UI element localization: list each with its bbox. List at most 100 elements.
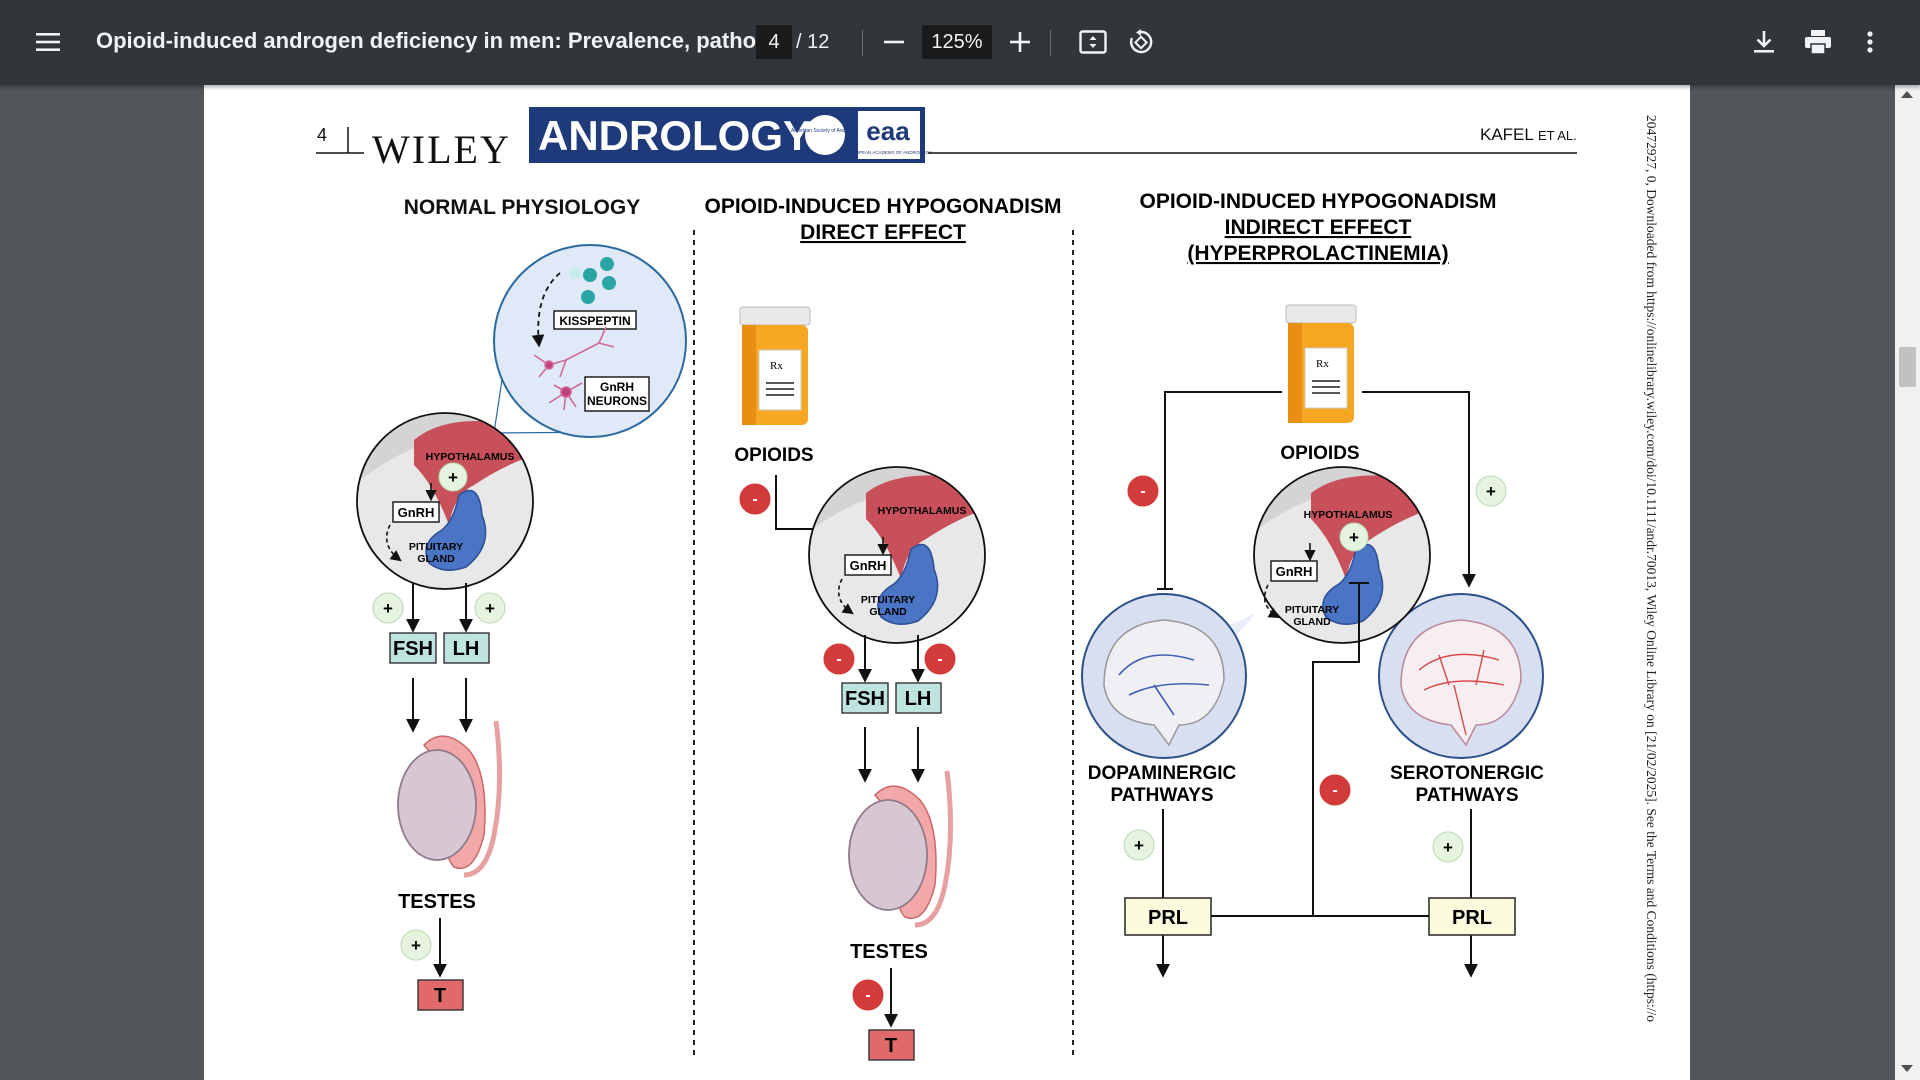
- minus-icon[interactable]: [872, 20, 916, 64]
- brain-zoom-circle: [356, 412, 534, 590]
- download-icon[interactable]: [1742, 20, 1786, 64]
- gnrh-neuron-icon: [533, 326, 615, 411]
- testes-label: TESTES: [850, 941, 928, 963]
- t-label: T: [434, 985, 446, 1007]
- fsh-box: [841, 682, 889, 714]
- kisspeptin-molecules: [569, 257, 616, 304]
- panel3-title-line1: OPIOID-INDUCED HYPOGONADISM: [1139, 190, 1496, 213]
- toolbar-divider: [862, 30, 863, 56]
- panel3-title-line2: INDIRECT EFFECT: [1225, 216, 1412, 239]
- hypothalamus-pituitary-illustration: [1254, 467, 1430, 643]
- opioids-label: OPIOIDS: [1280, 443, 1359, 464]
- fsh-minus-badge: [822, 642, 856, 676]
- menu-icon[interactable]: [26, 20, 70, 64]
- publisher-logo: WILEY: [372, 127, 511, 172]
- hypothalamus-plus-badge: [1339, 522, 1369, 552]
- print-icon[interactable]: [1796, 20, 1840, 64]
- panel2-title-line1: OPIOID-INDUCED HYPOGONADISM: [704, 195, 1061, 218]
- hypothalamus-label: HYPOTHALAMUS: [426, 451, 515, 463]
- t-box: [417, 979, 464, 1011]
- page-number-input[interactable]: 4: [756, 25, 792, 59]
- t-plus-badge: [400, 929, 432, 961]
- author-name: KAFEL ET AL.: [1480, 125, 1577, 144]
- plus-sign: +: [1443, 838, 1453, 857]
- zoom-level-input[interactable]: 125%: [922, 25, 992, 59]
- testes-illustration: [397, 720, 503, 878]
- pituitary-label-line1: PITUITARY: [1285, 604, 1339, 616]
- journal-title: ANDROLOGY: [538, 112, 811, 159]
- minus-sign: -: [865, 987, 870, 1004]
- hypothalamus-label: HYPOTHALAMUS: [878, 505, 967, 517]
- fsh-label: FSH: [393, 638, 433, 660]
- serotonergic-label-line2: PATHWAYS: [1415, 785, 1518, 806]
- minus-sign: -: [752, 491, 757, 508]
- plus-sign: +: [1349, 528, 1359, 547]
- pdf-toolbar: Opioid-induced androgen deficiency in me…: [0, 0, 1920, 85]
- prl-feedback-minus-badge: [1318, 773, 1352, 807]
- dopaminergic-label-line2: PATHWAYS: [1110, 785, 1213, 806]
- opioid-serotonergic-arrow: [1362, 391, 1476, 588]
- minus-sign: -: [937, 651, 942, 668]
- rotate-icon[interactable]: [1119, 20, 1163, 64]
- eaa-logo-text: eaa: [866, 116, 910, 146]
- pill-bottle-icon: Rx: [739, 306, 811, 425]
- pill-bottle-icon: Rx: [1285, 304, 1357, 423]
- pituitary-label-line2: GLAND: [1293, 616, 1331, 628]
- page-total: / 12: [796, 31, 830, 53]
- testes-illustration: [848, 770, 954, 928]
- pituitary-label-line1: PITUITARY: [861, 594, 915, 606]
- more-vert-icon[interactable]: [1848, 20, 1892, 64]
- pdf-page: 20472927, 0, Downloaded from https://onl…: [204, 85, 1690, 1080]
- gnrh-label-box: [1270, 560, 1318, 582]
- download-notice: 20472927, 0, Downloaded from https://onl…: [1644, 115, 1659, 1023]
- gnrh-label: GnRH: [850, 558, 887, 573]
- serotonergic-prl-plus-badge: [1432, 831, 1464, 863]
- panel-normal-physiology: NORMAL PHYSIOLOGY KISSPEPTIN GnRH NEURON…: [356, 196, 687, 1011]
- scroll-up-icon[interactable]: [1901, 91, 1913, 98]
- testes-label: TESTES: [398, 891, 476, 913]
- brain-zoom-circle: [808, 466, 986, 644]
- gnrh-label-box: [392, 501, 440, 523]
- fit-page-icon[interactable]: [1071, 20, 1115, 64]
- panel-direct-effect: OPIOID-INDUCED HYPOGONADISM DIRECT EFFEC…: [704, 195, 1062, 1061]
- dopaminergic-brain-illustration: [1103, 619, 1225, 747]
- dopaminergic-label-line1: DOPAMINERGIC: [1088, 763, 1237, 784]
- page-number: 4: [317, 125, 327, 145]
- pituitary-shape: [425, 489, 487, 571]
- lh-label: LH: [453, 638, 480, 660]
- vertical-scrollbar[interactable]: [1895, 85, 1920, 1080]
- gnrh-neurons-label-line2: NEURONS: [587, 394, 647, 408]
- gnrh-pituitary-arrow: [1263, 584, 1280, 619]
- pituitary-label-line2: GLAND: [417, 553, 455, 565]
- prl-label: PRL: [1452, 907, 1492, 929]
- svg-text:Rx: Rx: [1316, 358, 1329, 370]
- gnrh-pituitary-arrow: [385, 524, 402, 562]
- gnrh-label-box: [844, 554, 892, 576]
- eaa-logo: [858, 111, 920, 159]
- toolbar-divider: [1050, 30, 1051, 56]
- fsh-plus-badge: [372, 592, 404, 624]
- gnrh-label: GnRH: [1276, 564, 1313, 579]
- fsh-label: FSH: [845, 688, 885, 710]
- lh-box: [895, 682, 942, 714]
- kisspeptin-label-box: [553, 310, 637, 330]
- t-box: [868, 1029, 915, 1061]
- lh-label: LH: [905, 688, 932, 710]
- scrollbar-thumb[interactable]: [1899, 347, 1916, 387]
- svg-text:Rx: Rx: [770, 360, 783, 372]
- opioid-minus-badge: [738, 482, 772, 516]
- figure-canvas: 4 WILEY ANDROLOGY American Society of An…: [316, 107, 1577, 1061]
- panel3-title-line3: (HYPERPROLACTINEMIA): [1187, 242, 1448, 265]
- panel2-title-line2: DIRECT EFFECT: [800, 221, 966, 244]
- prl-label: PRL: [1148, 907, 1188, 929]
- plus-sign: +: [411, 936, 421, 955]
- plus-icon[interactable]: [998, 20, 1042, 64]
- plus-sign: +: [448, 468, 458, 487]
- society-logo-text: American Society of Andrology: [791, 128, 860, 134]
- stimulation-plus-badge: [438, 462, 468, 492]
- brain-zoom-circle: [1253, 466, 1431, 644]
- scroll-down-icon[interactable]: [1901, 1065, 1913, 1072]
- lh-plus-badge: [474, 592, 506, 624]
- kisspeptin-label: KISSPEPTIN: [559, 314, 630, 328]
- document-title: Opioid-induced androgen deficiency in me…: [96, 28, 788, 53]
